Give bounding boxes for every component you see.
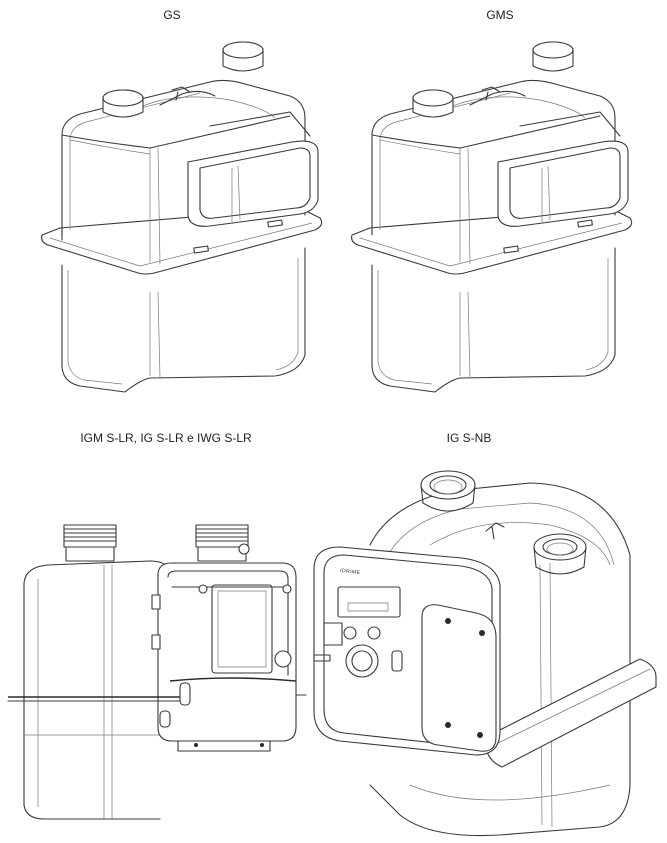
igm-s-lr-meter-drawing <box>0 515 320 835</box>
ig-s-nb-meter-drawing: IDRIME <box>310 455 666 840</box>
caption-gs: GS <box>163 8 181 22</box>
gms-meter-drawing <box>310 30 650 393</box>
caption-gms: GMS <box>486 8 514 22</box>
caption-igm-s-lr: IGM S-LR, IG S-LR e IWG S-LR <box>80 431 252 445</box>
gs-meter-drawing <box>0 30 340 393</box>
caption-ig-s-nb: IG S-NB <box>446 431 492 445</box>
